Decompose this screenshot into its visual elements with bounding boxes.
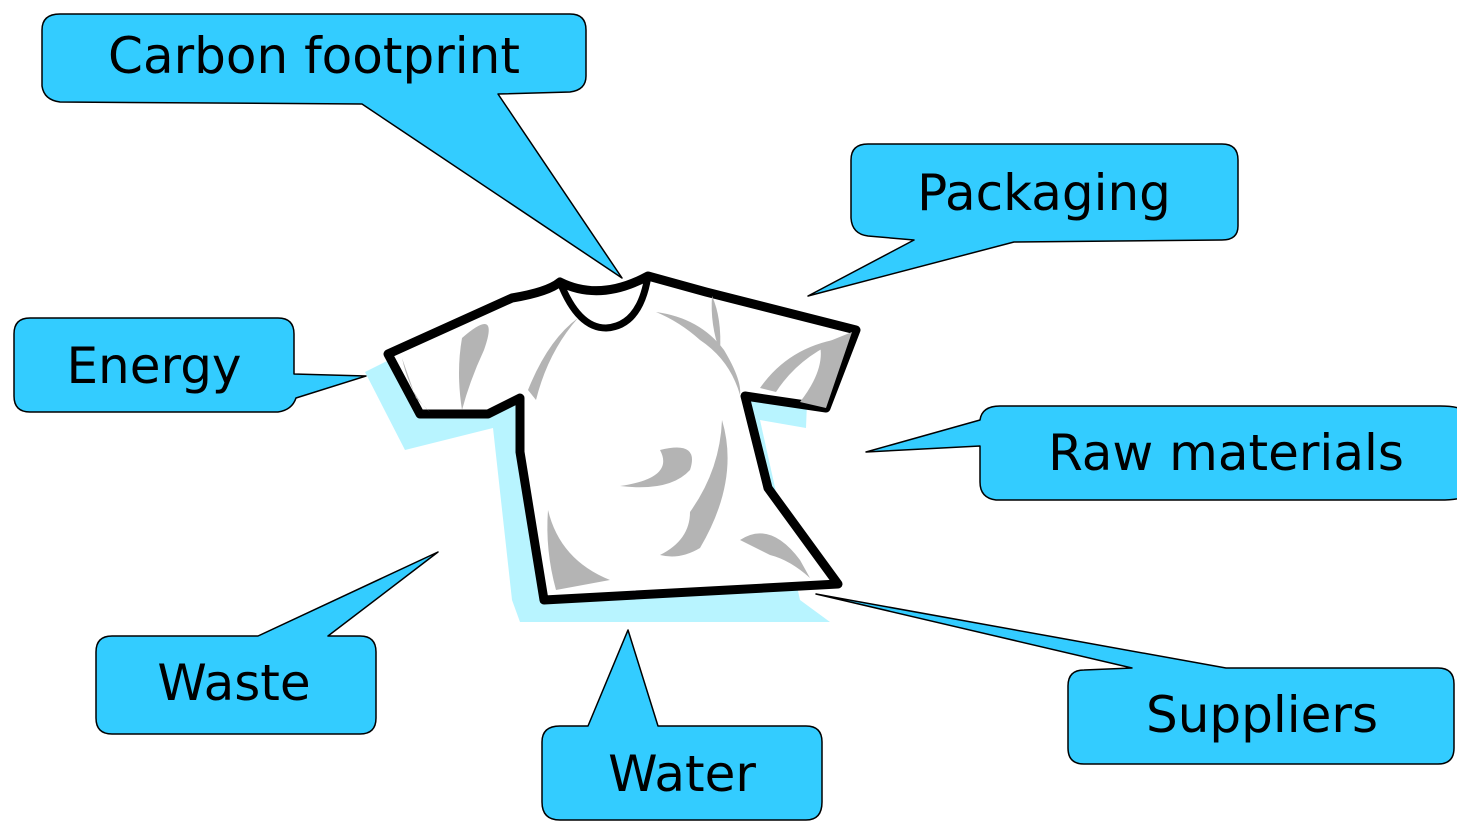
callout-label: Energy <box>66 337 241 395</box>
callout-packaging: Packaging <box>807 143 1239 297</box>
t-shirt-fold <box>740 533 810 578</box>
callout-water: Water <box>541 629 823 821</box>
callout-label: Suppliers <box>1146 686 1378 744</box>
callout-raw-materials: Raw materials <box>865 405 1457 501</box>
t-shirt-fold <box>760 338 845 392</box>
t-shirt-fold <box>711 296 721 352</box>
callout-label: Waste <box>157 654 310 712</box>
t-shirt-fold <box>528 318 578 400</box>
t-shirt-fold <box>660 420 728 557</box>
t-shirt-collar <box>556 272 652 332</box>
t-shirt-fold <box>800 332 852 408</box>
callout-carbon-footprint: Carbon footprint <box>41 13 623 279</box>
callout-waste: Waste <box>95 551 439 735</box>
t-shirt-fold <box>547 510 610 590</box>
t-shirt-fold <box>620 447 692 488</box>
t-shirt-fold <box>656 312 741 395</box>
callout-energy: Energy <box>13 317 367 413</box>
callout-label: Raw materials <box>1048 424 1404 482</box>
t-shirt-fold <box>459 324 489 410</box>
callout-suppliers: Suppliers <box>815 593 1455 765</box>
t-shirt-icon <box>365 271 861 622</box>
callout-label: Water <box>608 745 756 803</box>
callout-label: Carbon footprint <box>108 27 520 85</box>
callout-label: Packaging <box>917 164 1171 222</box>
t-shirt-body <box>383 271 861 605</box>
